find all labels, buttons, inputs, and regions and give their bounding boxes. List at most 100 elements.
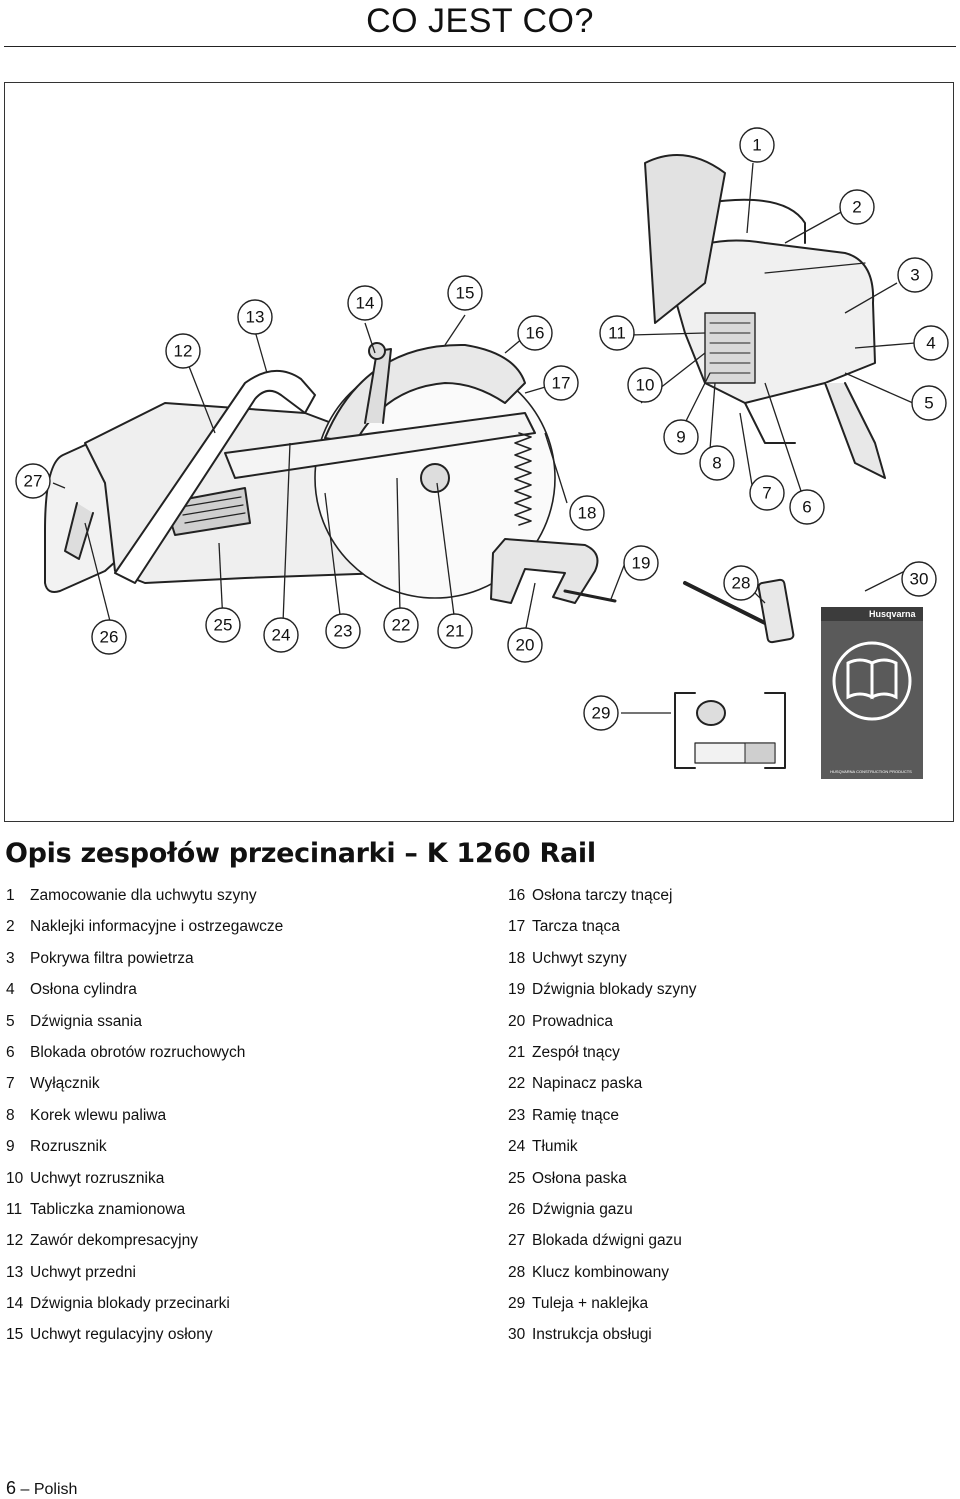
svg-text:9: 9 (676, 428, 685, 447)
svg-text:1: 1 (752, 136, 761, 155)
bushing-decal-outline (674, 692, 786, 769)
manual-footer: HUSQVARNA CONSTRUCTION PRODUCTS (830, 769, 912, 774)
callout-22: 22 (383, 607, 419, 643)
callout-26: 26 (91, 619, 127, 655)
callout-14: 14 (347, 285, 383, 321)
callout-29: 29 (583, 695, 619, 731)
operator-manual: Husqvarna HUSQVARNA CONSTRUCTION PRODUCT… (821, 607, 923, 779)
callout-3: 3 (897, 257, 933, 293)
svg-text:22: 22 (392, 616, 411, 635)
callout-23: 23 (325, 613, 361, 649)
footer-dash: – (20, 1481, 30, 1498)
callout-18: 18 (569, 495, 605, 531)
page-title: CO JEST CO? (366, 2, 594, 40)
svg-text:29: 29 (592, 704, 611, 723)
callout-17: 17 (543, 365, 579, 401)
svg-text:23: 23 (334, 622, 353, 641)
svg-text:4: 4 (926, 334, 935, 353)
callout-4: 4 (913, 325, 949, 361)
callout-labels: 1 2 3 4 5 6 7 8 9 10 11 12 13 14 15 16 1… (15, 127, 949, 731)
svg-text:21: 21 (446, 622, 465, 641)
svg-text:15: 15 (456, 284, 475, 303)
rail-clamp-shape (490, 538, 599, 604)
svg-text:14: 14 (356, 294, 375, 313)
callout-1: 1 (739, 127, 775, 163)
section-heading: Opis zespołów przecinarki – K 1260 Rail (5, 838, 596, 869)
callout-11: 11 (599, 315, 635, 351)
parts-figure: Husqvarna HUSQVARNA CONSTRUCTION PRODUCT… (4, 82, 954, 822)
callout-10: 10 (627, 367, 663, 403)
spring-shape (514, 432, 532, 526)
callout-16: 16 (517, 315, 553, 351)
page-number: 6 (6, 1478, 17, 1498)
callout-6: 6 (789, 489, 825, 525)
callout-20: 20 (507, 627, 543, 663)
svg-text:28: 28 (732, 574, 751, 593)
svg-text:18: 18 (578, 504, 597, 523)
callout-13: 13 (237, 299, 273, 335)
svg-text:8: 8 (712, 454, 721, 473)
callout-5: 5 (911, 385, 947, 421)
callout-9: 9 (663, 419, 699, 455)
svg-text:17: 17 (552, 374, 571, 393)
svg-text:5: 5 (924, 394, 933, 413)
page-footer: 6 – Polish (6, 1478, 77, 1499)
bushing-icon (696, 700, 726, 726)
manual-brand: Husqvarna (869, 609, 917, 619)
callout-8: 8 (699, 445, 735, 481)
callout-30: 30 (901, 561, 937, 597)
callout-2: 2 (839, 189, 875, 225)
svg-text:7: 7 (762, 484, 771, 503)
callout-15: 15 (447, 275, 483, 311)
svg-text:20: 20 (516, 636, 535, 655)
svg-text:11: 11 (608, 324, 626, 343)
footer-language: Polish (33, 1481, 78, 1498)
callout-12: 12 (165, 333, 201, 369)
decal-sheet-icon (694, 742, 776, 764)
callout-28: 28 (723, 565, 759, 601)
callout-7: 7 (749, 475, 785, 511)
svg-text:3: 3 (910, 266, 919, 285)
svg-text:2: 2 (852, 198, 861, 217)
svg-text:27: 27 (24, 472, 43, 491)
svg-text:10: 10 (636, 376, 655, 395)
front-handle-shape (114, 369, 316, 584)
callout-21: 21 (437, 613, 473, 649)
callout-24: 24 (263, 617, 299, 653)
svg-text:30: 30 (910, 570, 929, 589)
svg-text:26: 26 (100, 628, 119, 647)
svg-text:6: 6 (802, 498, 811, 517)
throttle-lever-shape (64, 502, 94, 560)
combination-wrench-icon (683, 578, 795, 644)
rail-guide-arm-shape (224, 412, 536, 479)
title-divider (4, 46, 956, 47)
callout-27: 27 (15, 463, 51, 499)
